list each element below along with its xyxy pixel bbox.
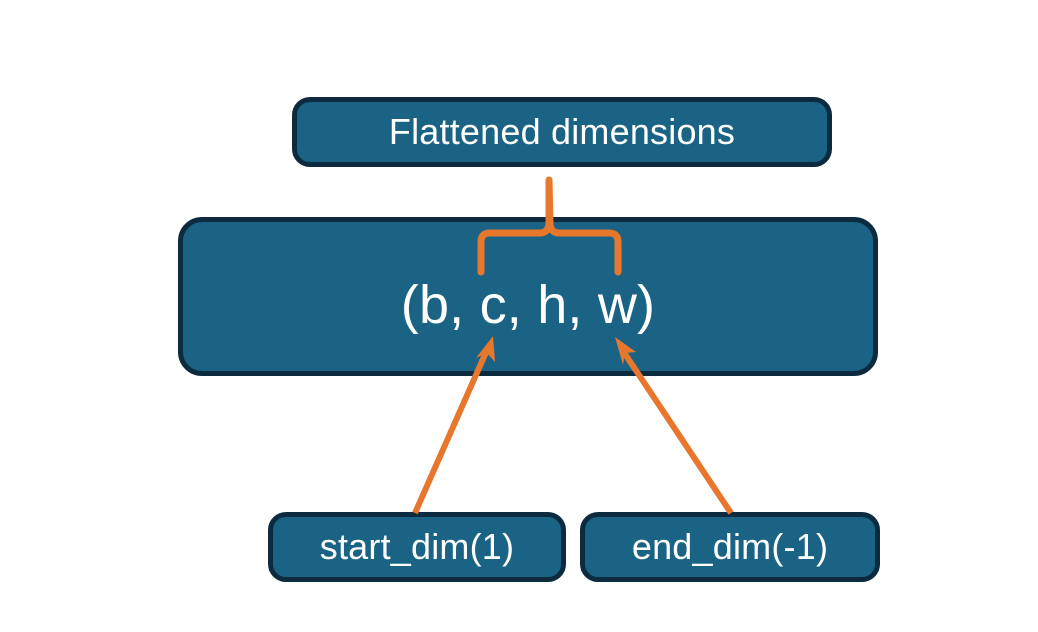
flattened-dimensions-node[interactable]: Flattened dimensions (292, 97, 832, 167)
tensor-shape-node[interactable]: (b, c, h, w) (178, 217, 878, 376)
end-dim-label: end_dim(-1) (631, 526, 829, 567)
start-dim-label: start_dim(1) (319, 526, 515, 567)
tensor-shape-label: (b, c, h, w) (400, 274, 656, 335)
start-dim-node[interactable]: start_dim(1) (268, 512, 566, 582)
flattened-dimensions-label: Flattened dimensions (388, 111, 736, 152)
end-dim-node[interactable]: end_dim(-1) (580, 512, 880, 582)
